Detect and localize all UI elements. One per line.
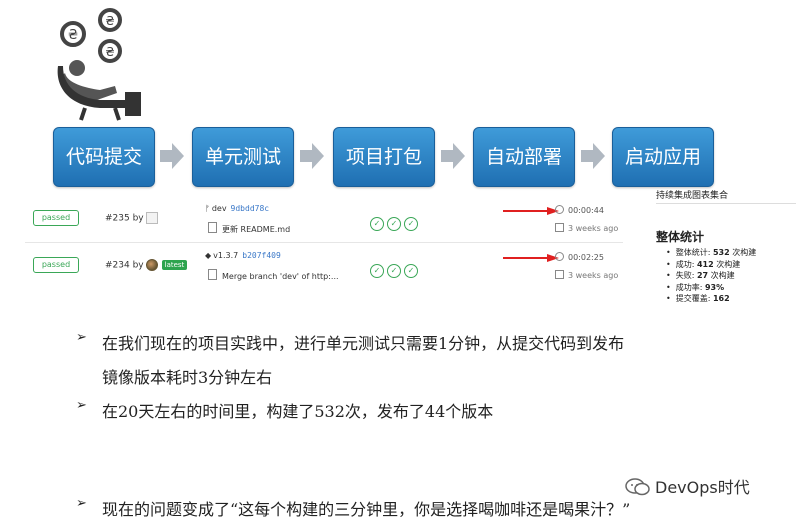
stat-unit: 次构建 <box>710 271 735 280</box>
stage-auto-deploy: 自动部署 <box>473 127 575 187</box>
stats-list: 整体统计: 532 次构建 成功: 412 次构建 失败: 27 次构建 成功率… <box>666 247 757 305</box>
pipeline-flow: 代码提交 单元测试 项目打包 自动部署 启动应用 <box>0 127 800 187</box>
stat-unit: 次构建 <box>732 248 757 257</box>
stat-success: 成功: 412 次构建 <box>666 259 756 271</box>
avatar <box>145 212 158 224</box>
build-number[interactable]: #234 by latest <box>105 259 188 271</box>
tag-icon: ◆ <box>205 251 212 260</box>
commit-message[interactable]: 更新 README.md <box>208 222 290 235</box>
commit-message-text[interactable]: Merge branch 'dev' of http:... <box>222 272 339 281</box>
calendar-icon <box>555 223 564 232</box>
check-icon[interactable]: ✓ <box>370 217 384 231</box>
check-icon[interactable]: ✓ <box>370 264 384 278</box>
divider <box>656 203 796 204</box>
commit-sha-link[interactable]: b207f409 <box>242 251 281 260</box>
when-text: 3 weeks ago <box>568 271 619 280</box>
svg-text:₴: ₴ <box>68 28 78 43</box>
build-number-text[interactable]: #234 by <box>105 260 144 271</box>
stat-total: 整体统计: 532 次构建 <box>666 247 757 259</box>
duration-text: 00:00:44 <box>568 206 604 215</box>
branch-name[interactable]: dev <box>211 204 227 213</box>
stat-label: 失败: <box>675 271 695 280</box>
stage-start-app: 启动应用 <box>612 127 714 187</box>
build-finished-time: 3 weeks ago <box>555 223 618 233</box>
file-icon <box>208 222 217 233</box>
red-arrow-annotation <box>503 207 559 215</box>
check-icon[interactable]: ✓ <box>404 217 418 231</box>
coin-icon: ₴ <box>60 21 86 47</box>
svg-text:₴: ₴ <box>105 45 114 59</box>
arrow-bullet-icon: ➢ <box>76 330 87 345</box>
coin-icon: ₴ <box>98 39 122 63</box>
watermark-text: DevOps时代 <box>655 478 750 497</box>
panel-heading: 整体统计 <box>656 230 705 244</box>
status-badge[interactable]: passed <box>33 210 79 226</box>
arrow-right-icon <box>441 143 465 169</box>
bullet-text: 在我们现在的项目实践中，进行单元测试只需要1分钟，从提交代码到发布 <box>102 334 625 353</box>
commit-message[interactable]: Merge branch 'dev' of http:... <box>208 269 339 281</box>
calendar-icon <box>555 270 564 279</box>
latest-badge: latest <box>161 260 188 270</box>
svg-text:₴: ₴ <box>105 14 114 28</box>
stat-value: 412 <box>696 259 714 269</box>
commit-sha-link[interactable]: 9dbdd78c <box>230 204 270 213</box>
stage-package: 项目打包 <box>333 127 435 187</box>
stat-value: 93% <box>704 282 725 292</box>
stats-panel: 持续集成图表集合 整体统计 整体统计: 532 次构建 成功: 412 次构建 … <box>656 188 796 303</box>
panel-title: 持续集成图表集合 <box>656 191 729 201</box>
stage-unit-test: 单元测试 <box>192 127 294 187</box>
when-text: 3 weeks ago <box>568 224 619 233</box>
build-duration: 00:02:25 <box>555 252 604 262</box>
build-number[interactable]: #235 by <box>105 212 158 224</box>
stat-label: 成功: <box>675 259 695 269</box>
check-icon[interactable]: ✓ <box>387 217 401 231</box>
bullet-text-continued: 镜像版本耗时3分钟左右 <box>102 368 273 387</box>
stat-value: 27 <box>696 271 709 280</box>
build-duration: 00:00:44 <box>555 205 604 215</box>
tag-name[interactable]: v1.3.7 <box>213 251 239 260</box>
arrow-right-icon <box>160 143 184 169</box>
stat-label: 成功率: <box>675 282 703 292</box>
stat-value: 532 <box>712 248 730 257</box>
avatar <box>145 259 158 271</box>
check-icon[interactable]: ✓ <box>387 264 401 278</box>
status-badge[interactable]: passed <box>33 257 79 273</box>
clock-icon <box>555 205 564 214</box>
clock-icon <box>555 252 564 261</box>
branch-icon: ᚠ <box>205 204 210 213</box>
watermark: DevOps时代 <box>625 474 750 498</box>
stat-success-rate: 成功率: 93% <box>666 282 756 294</box>
arrow-right-icon <box>300 143 324 169</box>
check-icon[interactable]: ✓ <box>404 264 418 278</box>
arrow-right-icon <box>581 143 605 169</box>
stage-checks: ✓✓✓ <box>370 211 421 231</box>
stage-code-commit: 代码提交 <box>53 127 155 187</box>
stat-failed: 失败: 27 次构建 <box>666 270 756 282</box>
commit-message-text[interactable]: 更新 README.md <box>222 225 291 234</box>
relaxing-figure-illustration: ₴ ₴ ₴ <box>57 8 141 121</box>
stage-checks: ✓✓✓ <box>370 258 421 278</box>
stat-unit: 次构建 <box>716 259 741 269</box>
stat-commit-coverage: 提交覆盖: 162 <box>666 293 756 305</box>
duration-text: 00:02:25 <box>568 253 604 262</box>
file-icon <box>208 269 217 280</box>
build-number-text[interactable]: #235 by <box>105 213 144 224</box>
bullet-text: 现在的问题变成了“这每个构建的三分钟里，你是选择喝咖啡还是喝果汁？” <box>102 500 631 519</box>
coin-icon: ₴ <box>98 8 122 32</box>
red-arrow-annotation <box>503 254 559 262</box>
wechat-icon <box>625 478 650 496</box>
stat-label: 整体统计: <box>675 248 711 257</box>
build-finished-time: 3 weeks ago <box>555 270 618 280</box>
bullet-text: 在20天左右的时间里，构建了532次，发布了44个版本 <box>102 402 494 421</box>
arrow-bullet-icon: ➢ <box>76 496 87 511</box>
stat-label: 提交覆盖: <box>675 294 711 303</box>
stat-value: 162 <box>712 294 730 303</box>
arrow-bullet-icon: ➢ <box>76 398 87 413</box>
